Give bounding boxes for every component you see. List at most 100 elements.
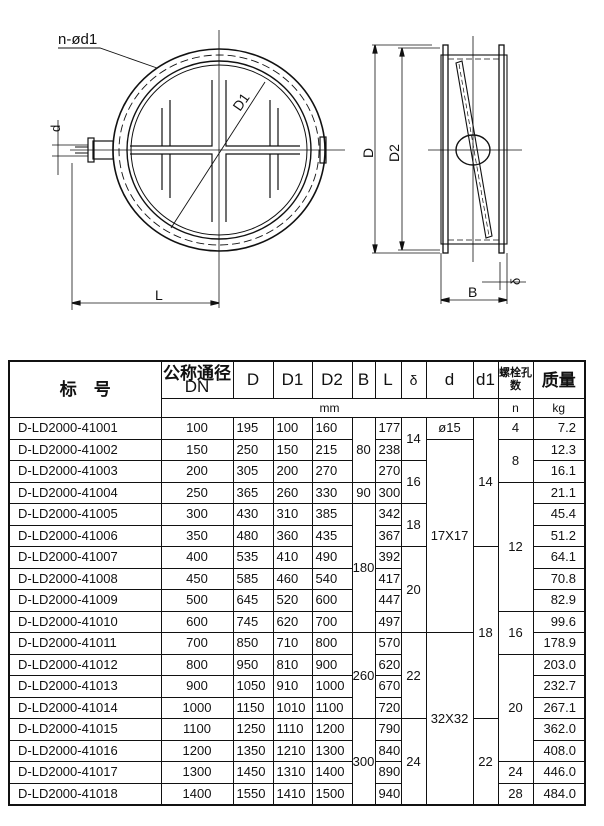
cell-kg: 45.4 [532,503,586,526]
header-d1: d1 [472,360,499,399]
cell-kg: 362.0 [532,718,586,741]
cell-dn: 1300 [160,761,234,784]
cell-L: 238 [374,438,402,461]
cell-dn: 600 [160,610,234,633]
cell-n: 24 [497,761,534,784]
cell-D1: 460 [272,567,313,590]
butterfly-valve-drawing: n-ød1 d D1 L D D2 δ B [48,30,526,310]
cell-model: D-LD2000-41007 [8,546,162,569]
cell-model: D-LD2000-41018 [8,782,162,806]
cell-model: D-LD2000-41011 [8,632,162,655]
header-model: 标 号 [8,360,162,418]
cell-L: 447 [374,589,402,612]
cell-D: 1550 [232,782,274,806]
front-view [52,30,345,310]
unit-row: mm n kg [9,398,586,418]
cell-D2: 1200 [311,718,353,741]
header-L: L [374,360,402,399]
cell-D1: 1010 [272,696,313,719]
cell-D: 1250 [232,718,274,741]
cell-n: 12 [497,481,534,612]
header-d: d [425,360,474,399]
cell-n: 4 [497,417,534,440]
holes-label: n-ød1 [58,31,97,48]
cell-D2: 1400 [311,761,353,784]
cell-D: 1150 [232,696,274,719]
cell-B: 80 [351,417,376,483]
cell-delta: 22 [400,632,427,719]
cell-D1: 1310 [272,761,313,784]
header-D: D [232,360,274,399]
cell-D1: 710 [272,632,313,655]
cell-D1: 200 [272,460,313,483]
cell-D1: 810 [272,653,313,676]
cell-n: 28 [497,782,534,806]
cell-L: 177 [374,417,402,440]
cell-D: 1450 [232,761,274,784]
cell-D1: 360 [272,524,313,547]
cell-dn: 1000 [160,696,234,719]
cell-model: D-LD2000-41017 [8,761,162,784]
cell-delta: 16 [400,460,427,504]
header-delta: δ [400,360,427,399]
cell-D1: 620 [272,610,313,633]
cell-n: 8 [497,438,534,483]
cell-D: 195 [232,417,274,440]
cell-d: 17X17 [425,438,474,633]
unit-kg: kg [532,398,586,418]
cell-L: 790 [374,718,402,741]
cell-kg: 484.0 [532,782,586,806]
cell-d1: 14 [472,417,499,547]
cell-D1: 100 [272,417,313,440]
cell-D: 950 [232,653,274,676]
cell-d: 32X32 [425,632,474,806]
cell-kg: 7.2 [532,417,586,440]
header-bolt-holes: 螺栓孔数 [497,360,534,399]
cell-D2: 600 [311,589,353,612]
cell-D2: 540 [311,567,353,590]
cell-dn: 500 [160,589,234,612]
cell-kg: 16.1 [532,460,586,483]
cell-model: D-LD2000-41008 [8,567,162,590]
cell-dn: 250 [160,481,234,504]
cell-D: 365 [232,481,274,504]
cell-delta: 14 [400,417,427,461]
cell-D: 305 [232,460,274,483]
cell-dn: 150 [160,438,234,461]
cell-D: 585 [232,567,274,590]
cell-D2: 700 [311,610,353,633]
cell-d: ø15 [425,417,474,440]
cell-kg: 82.9 [532,589,586,612]
cell-B: 180 [351,503,376,633]
cell-L: 890 [374,761,402,784]
D-label: D [360,148,376,158]
cell-kg: 51.2 [532,524,586,547]
cell-L: 670 [374,675,402,698]
cell-D2: 215 [311,438,353,461]
cell-D2: 1300 [311,739,353,762]
cell-L: 367 [374,524,402,547]
D1-label: D1 [229,90,252,114]
cell-delta: 24 [400,718,427,806]
delta-label: δ [508,278,523,285]
header-D1: D1 [272,360,313,399]
cell-L: 940 [374,782,402,806]
cell-D1: 520 [272,589,313,612]
cell-D2: 160 [311,417,353,440]
header-dn-title: 公称通径 [163,364,231,383]
cell-dn: 1400 [160,782,234,806]
cell-D1: 1110 [272,718,313,741]
cell-dn: 700 [160,632,234,655]
cell-kg: 99.6 [532,610,586,633]
cell-model: D-LD2000-41015 [8,718,162,741]
cell-kg: 21.1 [532,481,586,504]
cell-dn: 200 [160,460,234,483]
